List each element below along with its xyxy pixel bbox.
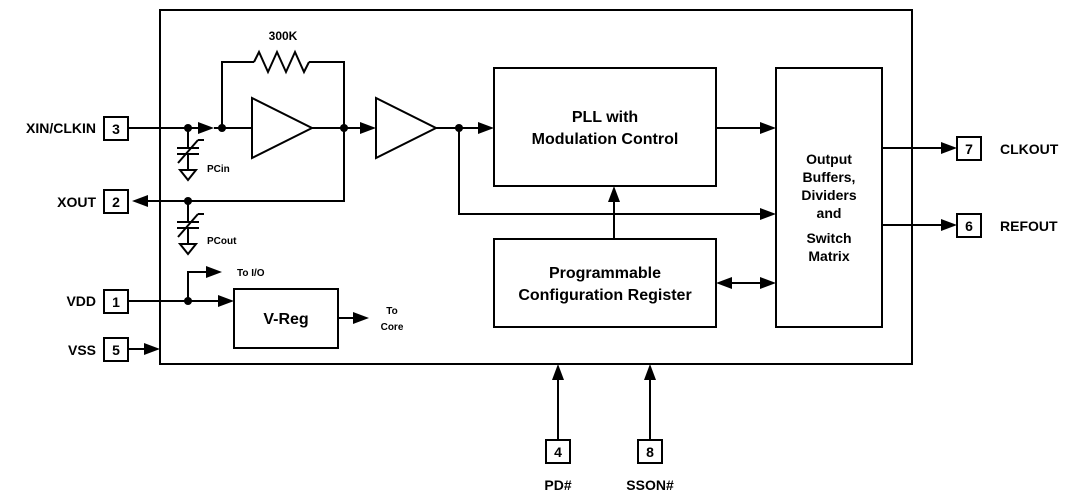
wire-feedback-right	[309, 61, 345, 128]
pin-vss-name: VSS	[68, 342, 96, 358]
pin-sson: 8 SSON#	[626, 439, 674, 493]
pin-xout-box	[103, 189, 129, 214]
pin-vss-number: 5	[112, 342, 120, 358]
arrow-bus-left	[716, 277, 732, 289]
pin-xin-number: 3	[112, 121, 120, 137]
to-core-label-2: Core	[381, 322, 404, 333]
pcin-label: PCin	[207, 164, 230, 175]
pin-pd-name: PD#	[544, 477, 571, 493]
pll-label-line1: PLL with	[572, 109, 638, 126]
pin-refout-box	[956, 213, 982, 238]
output-label-line2: Buffers,	[803, 169, 856, 185]
arrow-refout	[941, 219, 957, 231]
pin-clkout-box	[956, 136, 982, 161]
arrow-to-core	[353, 312, 369, 324]
arrow-bus-right	[760, 277, 776, 289]
pcout-label: PCout	[207, 236, 237, 247]
pll-label-line2: Modulation Control	[532, 131, 679, 148]
pin-vss: VSS 5	[68, 337, 129, 362]
buffer-amplifier	[375, 96, 439, 160]
arrow-to-pll	[478, 122, 494, 134]
resistor-zigzag	[253, 49, 310, 75]
pin-xin-name: XIN/CLKIN	[26, 120, 96, 136]
arrow-xout	[132, 195, 148, 207]
pin-refout-number: 6	[965, 218, 973, 234]
pin-xout: XOUT 2	[57, 189, 129, 214]
wire-xout	[148, 128, 345, 202]
to-core-label-1: To	[386, 306, 397, 317]
output-label-line4: and	[817, 205, 842, 221]
resistor-label: 300K	[269, 29, 298, 43]
pin-refout: 6 REFOUT	[956, 213, 1058, 238]
pin-vdd-name: VDD	[66, 293, 96, 309]
output-matrix-block	[775, 67, 883, 328]
arrow-vss	[144, 343, 160, 355]
arrow-ref-to-output	[760, 208, 776, 220]
arrow-clkout	[941, 142, 957, 154]
arrow-vdd-to-vreg	[218, 295, 234, 307]
wire-to-io	[187, 271, 208, 301]
pin-sson-number: 8	[646, 444, 654, 460]
arrow-config-to-pll	[608, 186, 620, 202]
pin-vdd-number: 1	[112, 294, 120, 310]
pin-clkout: 7 CLKOUT	[956, 136, 1059, 161]
pin-xin: XIN/CLKIN 3	[26, 116, 129, 141]
pin-clkout-name: CLKOUT	[1000, 141, 1059, 157]
vreg-label: V-Reg	[263, 311, 308, 328]
osc-amplifier	[251, 96, 315, 160]
pin-sson-name: SSON#	[626, 477, 674, 493]
output-label-line5: Switch	[806, 230, 851, 246]
wire-feedback	[221, 61, 254, 128]
wire-reference	[458, 128, 760, 215]
output-label-line3: Dividers	[801, 187, 856, 203]
config-label-line2: Configuration Register	[518, 287, 691, 304]
to-io-label: To I/O	[237, 268, 265, 279]
vreg-block	[233, 288, 339, 349]
arrow-sson	[644, 364, 656, 380]
config-label-line1: Programmable	[549, 265, 661, 282]
output-label-line1: Output	[806, 151, 852, 167]
pin-xout-name: XOUT	[57, 194, 96, 210]
pin-vdd: VDD 1	[66, 289, 129, 314]
arrow-pd	[552, 364, 564, 380]
pll-block	[493, 67, 717, 187]
pcin-capacitor	[177, 128, 204, 182]
pin-clkout-number: 7	[965, 141, 973, 157]
arrow-pll-to-output	[760, 122, 776, 134]
pin-refout-name: REFOUT	[1000, 218, 1058, 234]
pin-pd: 4 PD#	[544, 439, 572, 493]
arrow-xin-to-osc	[198, 122, 214, 134]
pcout-capacitor	[177, 201, 204, 256]
config-register-block	[493, 238, 717, 328]
pin-xout-number: 2	[112, 194, 120, 210]
arrow-to-buffer	[360, 122, 376, 134]
arrow-to-io	[206, 266, 222, 278]
pin-pd-number: 4	[554, 444, 562, 460]
output-label-line6: Matrix	[808, 248, 849, 264]
chip-outline	[159, 9, 913, 365]
